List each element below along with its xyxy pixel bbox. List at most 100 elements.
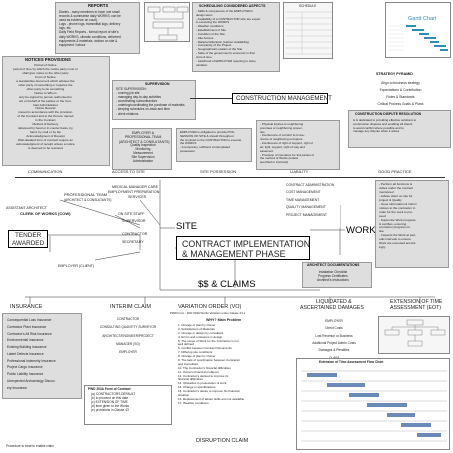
scheduling-item: - State of the government's economic in … (196, 51, 255, 56)
works-note-line: - Inspects the Work at peri- (379, 233, 417, 238)
variation-reason: 17. Weather conditions (178, 400, 209, 405)
insurance-item: Existing Building Insurance (7, 345, 47, 349)
supervision-title: SUPERVISION (145, 82, 170, 86)
report-item: Diaries - many members to have one small (59, 10, 120, 14)
management-item: CONTRACT ADMINISTRATION (286, 183, 335, 187)
eot-timeline-chart: Extension of Time Assessment Flow Chart (296, 358, 450, 450)
notice-item: act on behalf of the parties or the Con- (19, 98, 72, 103)
variation-reason: 1. Change of plan by Owner (178, 323, 216, 327)
notice-item: of the Contract and to the Person named (17, 114, 74, 119)
pwd-note-item: (e) provisions in Clause 43 (91, 408, 129, 413)
employer-duty: Quality Inspection (130, 143, 156, 147)
top-axis-line (15, 177, 445, 178)
dispute-list: is & dedicated to providing effective so… (353, 118, 417, 134)
secretary-label: SECRETARY (122, 240, 144, 244)
notice-item: Period of Notice (34, 63, 57, 67)
lad-heading-1: LIQUIDATED & (316, 299, 352, 305)
supervisor-label: SUPERVISOR (122, 219, 146, 223)
possession-line: - A temporary, sufficient contemplated (180, 145, 230, 150)
reports-title: REPORTS (88, 3, 109, 8)
works-note-line: mentioned (379, 189, 394, 194)
label-communication: COMMUNICATION (28, 169, 63, 174)
reports-panel: REPORTS Diaries - many members to have o… (55, 2, 140, 54)
variation-reason: 16. Replacement of labour skills and not… (178, 396, 245, 401)
supervision-item: - keeping schedules on-track and time (116, 107, 170, 112)
schedule-table-graphic (286, 11, 332, 55)
insurance-item: Unexpected Archaeology Discov- (7, 378, 56, 383)
employer-duty: Administration (132, 159, 154, 164)
scheduling-panel: SCHEDULING CONSIDERED ASPECTS - Skills &… (192, 2, 280, 72)
works-note-line: notices to the contractor in (379, 205, 416, 210)
architect-doc-item: Architect's Instructions (317, 278, 349, 283)
pwd-note-item: (c) EXTENSION OF TIME (91, 400, 128, 405)
management-item: QUALITY MANAGEMENT (286, 205, 326, 210)
insurance-item: Public Liability Insurance (7, 372, 44, 376)
dispute-line: construction disputes and enabling all c… (353, 121, 413, 126)
insurance-heading: INSURANCE (10, 304, 43, 310)
scheduling-item: - Availability of a CONTRACTOR who are e… (196, 16, 261, 21)
tender-awarded-box: TENDER AWARDED (8, 230, 48, 248)
notices-title: NOTICES PROVISIONS (25, 57, 71, 62)
interim-step: EMPLOYER (119, 350, 137, 355)
lad-item: Damages & Penalties (318, 348, 350, 353)
architect-docs-title: ARCHITECT DOCUMENTATIONS (307, 263, 360, 267)
works-note-line: Work are executed accord- (379, 241, 417, 246)
liability-item: the method of Works (unless (260, 156, 299, 161)
works-note-line: ingly (379, 245, 386, 250)
contract-implementation-line1: CONTRACT IMPLEMENTATION (182, 239, 311, 249)
notice-item: other party of something or requires the (18, 82, 73, 87)
notice-item: shall give notice to the other party (22, 70, 69, 75)
banner-connector (190, 98, 232, 99)
timeline-graphic (301, 370, 447, 442)
works-note-line: - Advise client on site for (379, 193, 413, 198)
management-item: COST MANAGEMENT (286, 190, 321, 195)
liability-item: ties (260, 129, 265, 134)
scheduling-list: - Skills & competence of the EMPLOYER's … (196, 9, 261, 67)
notice-item: other party to do something (26, 86, 65, 91)
claims-label: $$ & CLAIMS (198, 279, 256, 290)
works-note-line: duties under the contract (379, 185, 414, 190)
works-note-line: odic intervals to ensure (379, 237, 411, 242)
employer-team-heading: EMPLOYER &PROFESSIONAL TEAM(ARCHITECT & … (119, 131, 169, 144)
strategy-level: Roles & Standards (386, 95, 415, 100)
dispute-resolution-panel: CONSTRUCTION DISPUTE RESOLUTION is & ded… (348, 110, 451, 148)
variation-reason: 10. The Contractor's financial difficult… (178, 365, 231, 370)
gantt-chart: Gantt Chart (385, 2, 451, 58)
notice-item: hand, by mail or by fax (29, 130, 61, 135)
works-notes-panel: - Perform all functions & duties under t… (375, 180, 449, 268)
label-liability: LIABILITY (290, 169, 309, 174)
gantt-chart-title: Gantt Chart (408, 16, 437, 22)
insurance-item: Latent Defects Insurance (7, 351, 44, 356)
scheduling-item: - Geographical Location of the Site (196, 47, 243, 52)
pwd-form-note: PWD 203A Form of Contract (a) CONTRACTOR… (84, 385, 172, 425)
liability-item: air, light, support, right of way and (260, 144, 305, 149)
report-item: equipments & materials, visitors on site… (59, 38, 118, 43)
notice-item: Form of Notice (35, 74, 56, 79)
works-note-line: contractor progress on (379, 225, 410, 230)
timeline-title: Extension of Time Assessment Flow Chart (319, 360, 384, 364)
tender-label: TENDER (15, 232, 42, 239)
architect-doc-item: Instalation Checklist (318, 270, 348, 274)
scheduling-item: - Material Allocation (Labour Availabili… (196, 39, 250, 44)
report-item: Logs - phone logs, transmittal logs, del… (59, 22, 121, 27)
notice-item: in the Contract (35, 118, 56, 123)
employer-team-panel: EMPLOYER &PROFESSIONAL TEAM(ARCHITECT & … (112, 128, 172, 170)
report-item: Daily Field Reports - formal report of s… (59, 30, 119, 35)
dispute-resolution-title: CONSTRUCTION DISPUTE RESOLUTION (355, 112, 422, 116)
strategy-level: Critical Process Goals & Plans (377, 102, 424, 107)
dispute-line: is & dedicated to providing effective so… (353, 118, 417, 122)
medical-manager-label: MEDICAL MANAGER CARE (112, 185, 158, 189)
possession-list: EMPLOYER is obligated to provide POS-SES… (180, 130, 241, 154)
eot-flowchart-graphic (384, 319, 446, 347)
possession-line: SESSION OF SITE & should throughout (180, 133, 234, 138)
variation-reason: 2. Substitutions of Materials (178, 326, 215, 331)
notice-item: Method of Delivery (32, 122, 59, 127)
variation-reason: financial difficulties (178, 377, 203, 382)
possession-line: the WORKS (180, 141, 197, 146)
employer-client-label: EMPLOYER (CLIENT) (58, 264, 95, 268)
